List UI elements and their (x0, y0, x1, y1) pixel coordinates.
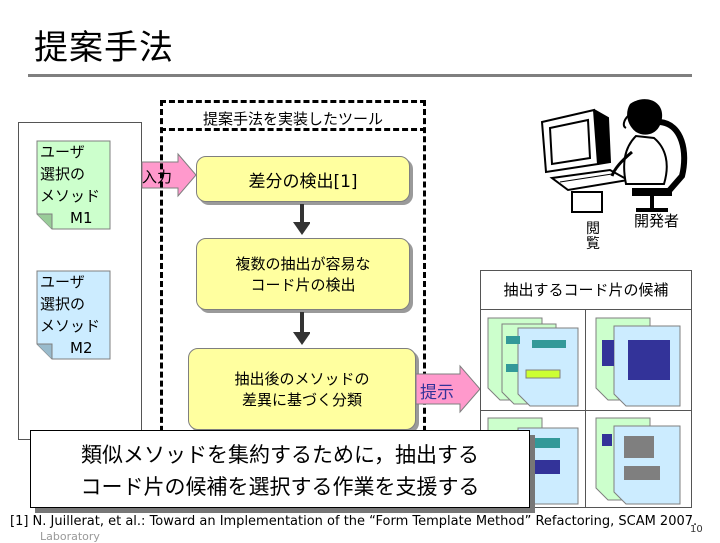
user-method-line: ユーザ (40, 273, 85, 291)
candidate-group (595, 417, 681, 505)
step-classification: 抽出後のメソッドの 差異に基づく分類 (188, 348, 416, 430)
user-method-name: M2 (70, 339, 93, 357)
footer-lab-name: Laboratory (40, 530, 100, 543)
candidates-divider (585, 310, 586, 508)
present-arrow-icon (415, 364, 481, 414)
callout-line: コード片の候補を選択する作業を支援する (80, 475, 480, 499)
step-text: 差異に基づく分類 (241, 391, 362, 409)
candidate-group (487, 317, 579, 407)
document-icon (36, 270, 111, 360)
page-number: 10 (690, 524, 703, 535)
step-text: 複数の抽出が容易な (235, 255, 371, 273)
user-method-m1-doc: ユーザ 選択の メソッド M1 (34, 138, 112, 230)
view-label: 閲覧 (586, 221, 600, 252)
step-fragment-detection: 複数の抽出が容易な コード片の検出 (196, 238, 410, 310)
user-method-line: メソッド (40, 187, 101, 205)
candidates-divider (480, 410, 692, 411)
callout-line: 類似メソッドを集約するために，抽出する (81, 443, 479, 467)
down-arrow-icon (293, 312, 310, 345)
tool-header-divider (160, 128, 426, 131)
present-label: 提示 (420, 383, 454, 403)
user-method-name: M1 (70, 209, 93, 227)
down-arrow-icon (293, 204, 310, 235)
step-text: 抽出後のメソッドの (234, 370, 370, 388)
candidate-group (595, 317, 681, 407)
developer-at-computer-icon (540, 99, 688, 213)
step-diff-detection: 差分の検出[1] (196, 156, 410, 202)
step-text: 差分の検出[1] (248, 171, 358, 192)
title-underline (28, 74, 692, 77)
user-method-line: 選択の (40, 165, 86, 183)
user-method-m2-doc: ユーザ 選択の メソッド M2 (34, 268, 112, 360)
developer-label: 開発者 (634, 212, 680, 230)
tool-label: 提案手法を実装したツール (202, 110, 383, 128)
user-method-line: ユーザ (40, 143, 85, 161)
step-text: コード片の検出 (250, 276, 356, 294)
input-arrow-icon (141, 152, 197, 198)
reference-citation: [1] N. Juillerat, et al.: Toward an Impl… (10, 514, 698, 529)
document-icon (36, 140, 111, 230)
input-label: 入力 (142, 168, 173, 186)
user-method-line: 選択の (40, 295, 86, 313)
user-method-line: メソッド (40, 317, 101, 335)
candidates-header: 抽出するコード片の候補 (480, 270, 692, 310)
page-title: 提案手法 (34, 28, 174, 68)
summary-callout: 類似メソッドを集約するために，抽出する コード片の候補を選択する作業を支援する (30, 430, 530, 508)
